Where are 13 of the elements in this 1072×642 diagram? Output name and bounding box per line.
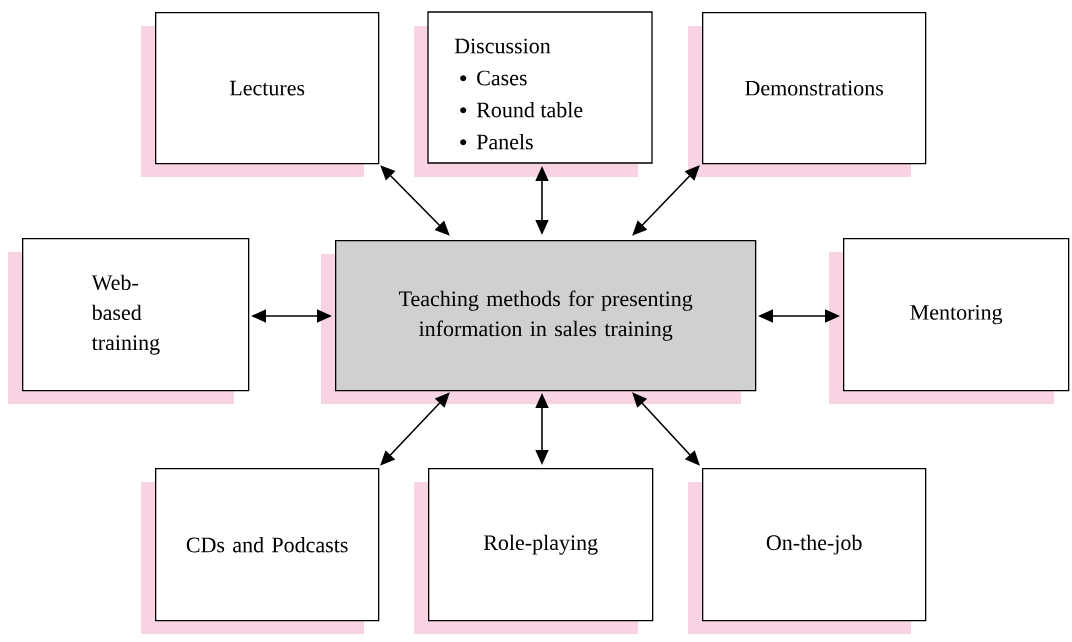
arrow [380,165,450,236]
method-box: Lectures [141,12,380,177]
method-box: CDs and Podcasts [141,468,380,634]
arrow [632,392,700,466]
topic-box: Teaching methods for presenting information in sales training [321,240,757,404]
method-box: Demonstrations [688,12,927,177]
method-box: On-the-job [688,468,927,634]
method-box: Web-based training [8,238,250,404]
method-box: Discussion Cases Round table Panels [414,11,653,177]
method-box: Role-playing [414,468,654,634]
arrow [632,165,700,236]
method-box: Mentoring [829,238,1070,404]
arrow [380,392,450,466]
